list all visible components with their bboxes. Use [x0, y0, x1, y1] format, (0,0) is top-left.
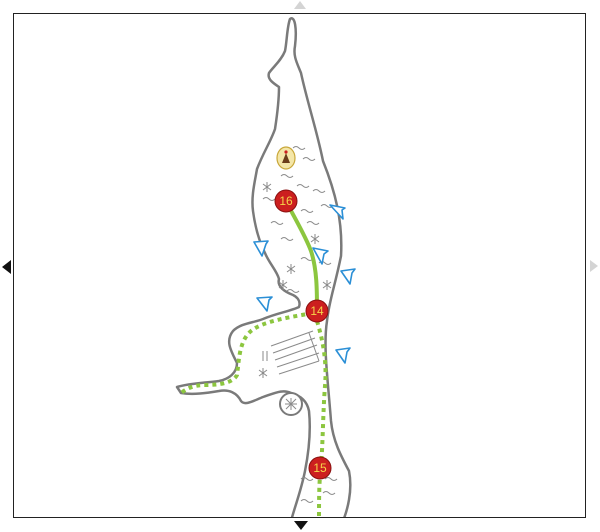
waypoint-marker[interactable]: 15	[308, 456, 332, 480]
direction-marker-icon[interactable]	[340, 268, 356, 285]
island-rays	[285, 398, 297, 410]
rapids-symbol	[262, 330, 320, 375]
main-route	[284, 199, 319, 313]
pan-down-arrow-icon[interactable]	[294, 521, 308, 530]
direction-marker-icon[interactable]	[256, 296, 273, 312]
pan-right-arrow-icon[interactable]	[590, 260, 598, 272]
waypoint-label: 15	[313, 461, 327, 475]
route-map[interactable]: 16 14 15	[14, 14, 586, 518]
waypoint-label: 16	[279, 194, 293, 208]
marsh-symbols	[258, 182, 332, 378]
waypoint-marker[interactable]: 16	[274, 189, 298, 213]
waypoint-marker[interactable]: 14	[305, 299, 329, 323]
direction-marker-icon[interactable]	[312, 247, 329, 265]
portage-routes	[177, 311, 328, 517]
campsite-icon[interactable]	[276, 146, 296, 170]
pan-left-arrow-icon[interactable]	[2, 260, 11, 274]
water-outline	[175, 17, 352, 517]
portage-route-south	[315, 320, 328, 517]
portage-route-west	[177, 311, 314, 397]
map-frame[interactable]: 16 14 15	[13, 13, 586, 518]
waypoint-label: 14	[310, 304, 324, 318]
direction-markers	[253, 204, 356, 364]
pan-up-arrow-icon[interactable]	[294, 1, 306, 9]
direction-marker-icon[interactable]	[329, 204, 346, 220]
direction-marker-icon[interactable]	[335, 347, 351, 364]
direction-marker-icon[interactable]	[253, 240, 269, 257]
